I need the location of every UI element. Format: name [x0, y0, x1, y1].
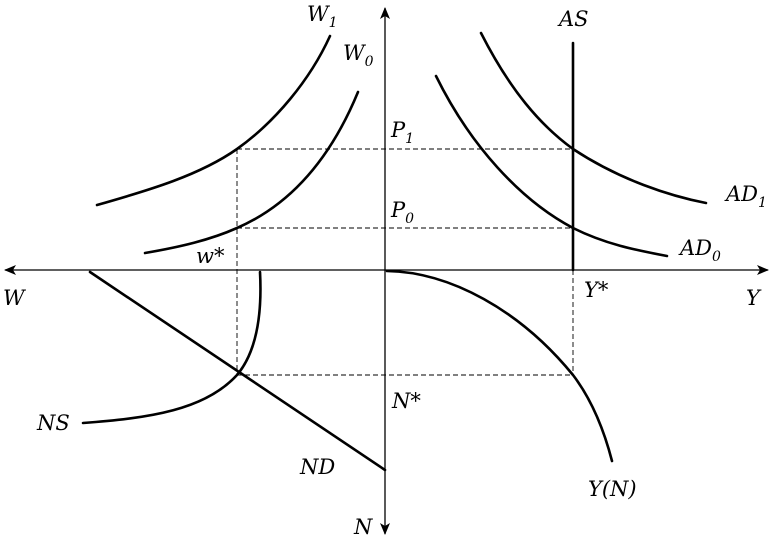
ad1-label: AD1: [724, 182, 767, 211]
yn-label: Y(N): [588, 477, 637, 501]
ad1-curve: [479, 31, 708, 205]
yn-curve: [385, 269, 614, 463]
w-axis-label: W: [3, 286, 27, 310]
nd-curve: [88, 270, 387, 472]
ns-label: NS: [36, 411, 70, 435]
w0-curve: [143, 90, 360, 255]
p0-label: P0: [390, 198, 414, 227]
n-axis-label: N: [353, 515, 373, 538]
y-axis-label: Y: [746, 286, 762, 310]
w1-label: W1: [307, 2, 338, 31]
nstar-label: N*: [391, 389, 421, 413]
ad0-curve: [434, 74, 669, 258]
nd-label: ND: [299, 455, 335, 479]
wstar-label: w*: [196, 244, 225, 268]
w1-curve: [95, 34, 332, 207]
as-label: AS: [557, 7, 589, 31]
ystar-label: Y*: [584, 278, 609, 302]
p1-label: P1: [390, 118, 414, 147]
w0-label: W0: [343, 41, 374, 70]
ns-curve: [81, 270, 262, 425]
ad0-label: AD0: [678, 236, 721, 265]
